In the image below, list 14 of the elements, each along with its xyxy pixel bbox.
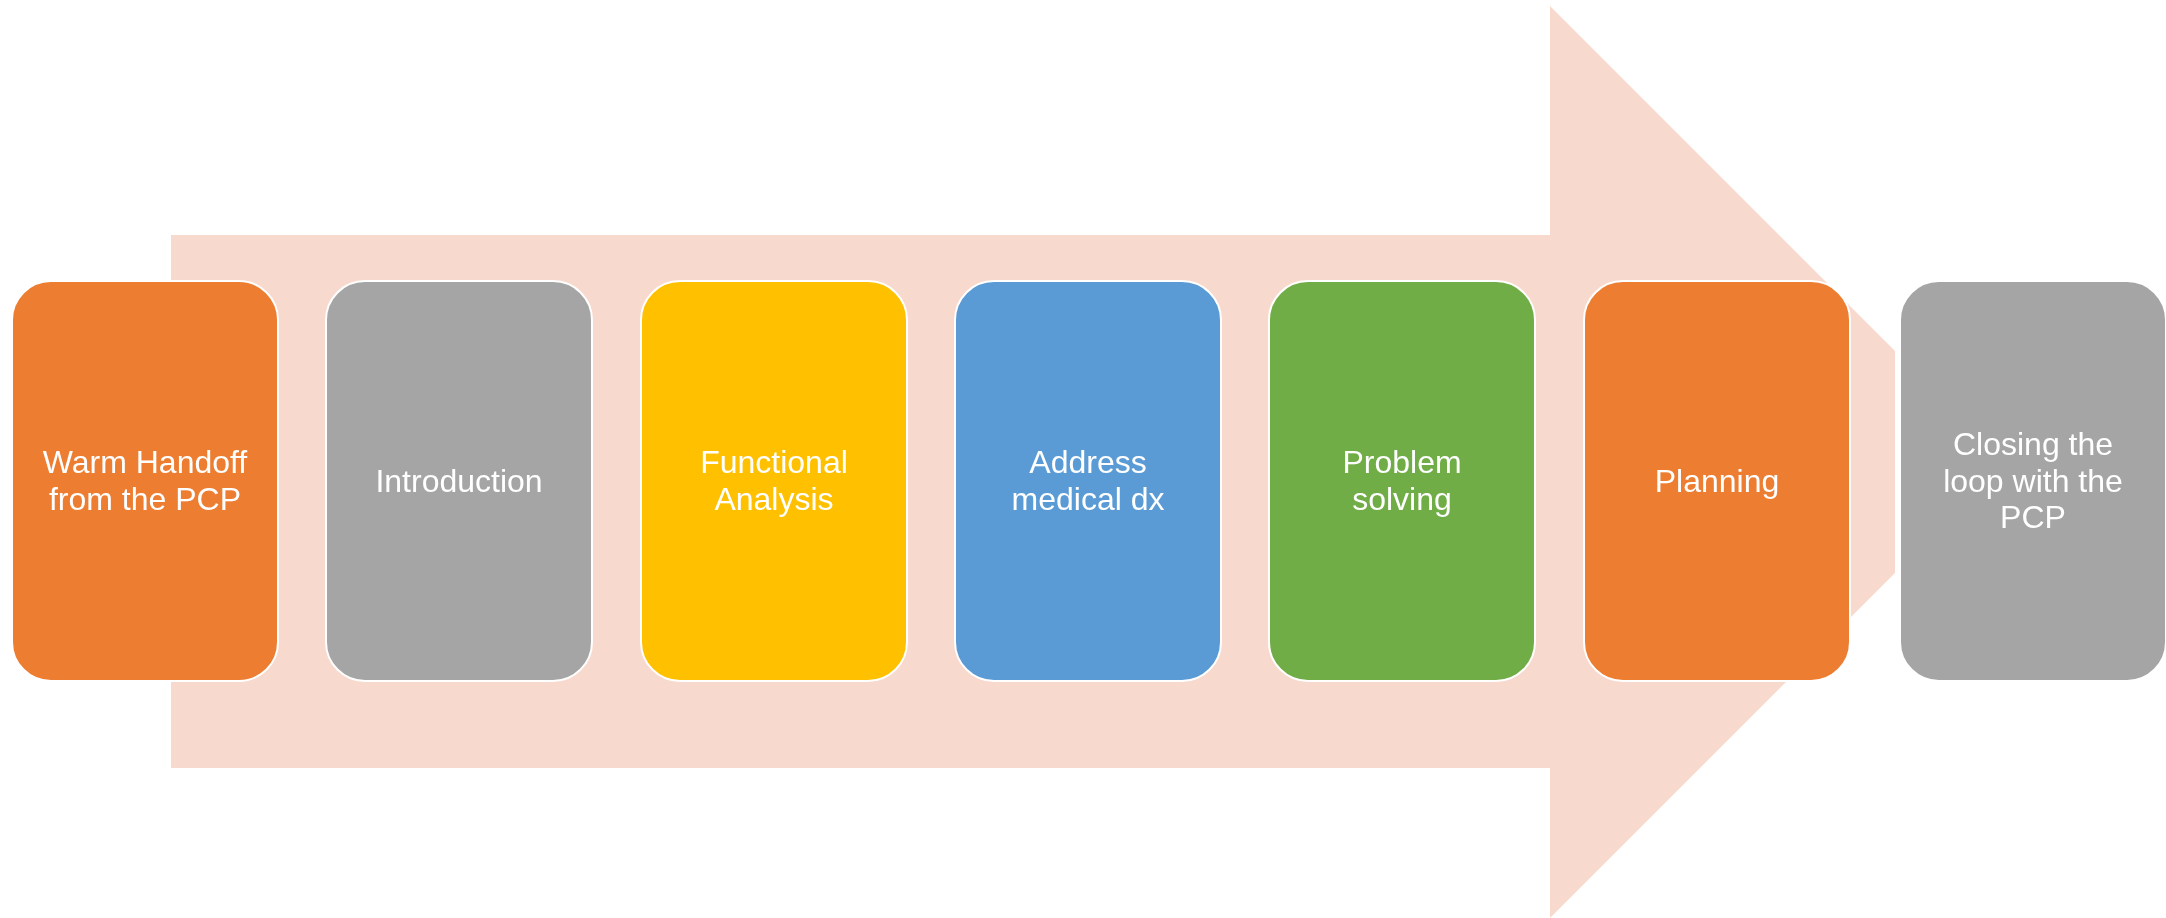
- step-label: Problem solving: [1341, 444, 1463, 518]
- step-label: Introduction: [375, 462, 543, 500]
- process-box: [1583, 280, 1851, 682]
- process-box: [954, 280, 1222, 682]
- step-label: Planning: [1654, 462, 1780, 500]
- step-label: Address medical dx: [1010, 444, 1166, 518]
- process-box: [640, 280, 908, 682]
- process-box: [1899, 280, 2166, 682]
- process-box: [1268, 280, 1536, 682]
- step-label: Functional Analysis: [699, 444, 849, 518]
- process-box: [325, 280, 593, 682]
- step-label: Warm Handoff from the PCP: [41, 444, 249, 518]
- step-label: Closing the loop with the PCP: [1942, 425, 2124, 537]
- process-box: [11, 280, 279, 682]
